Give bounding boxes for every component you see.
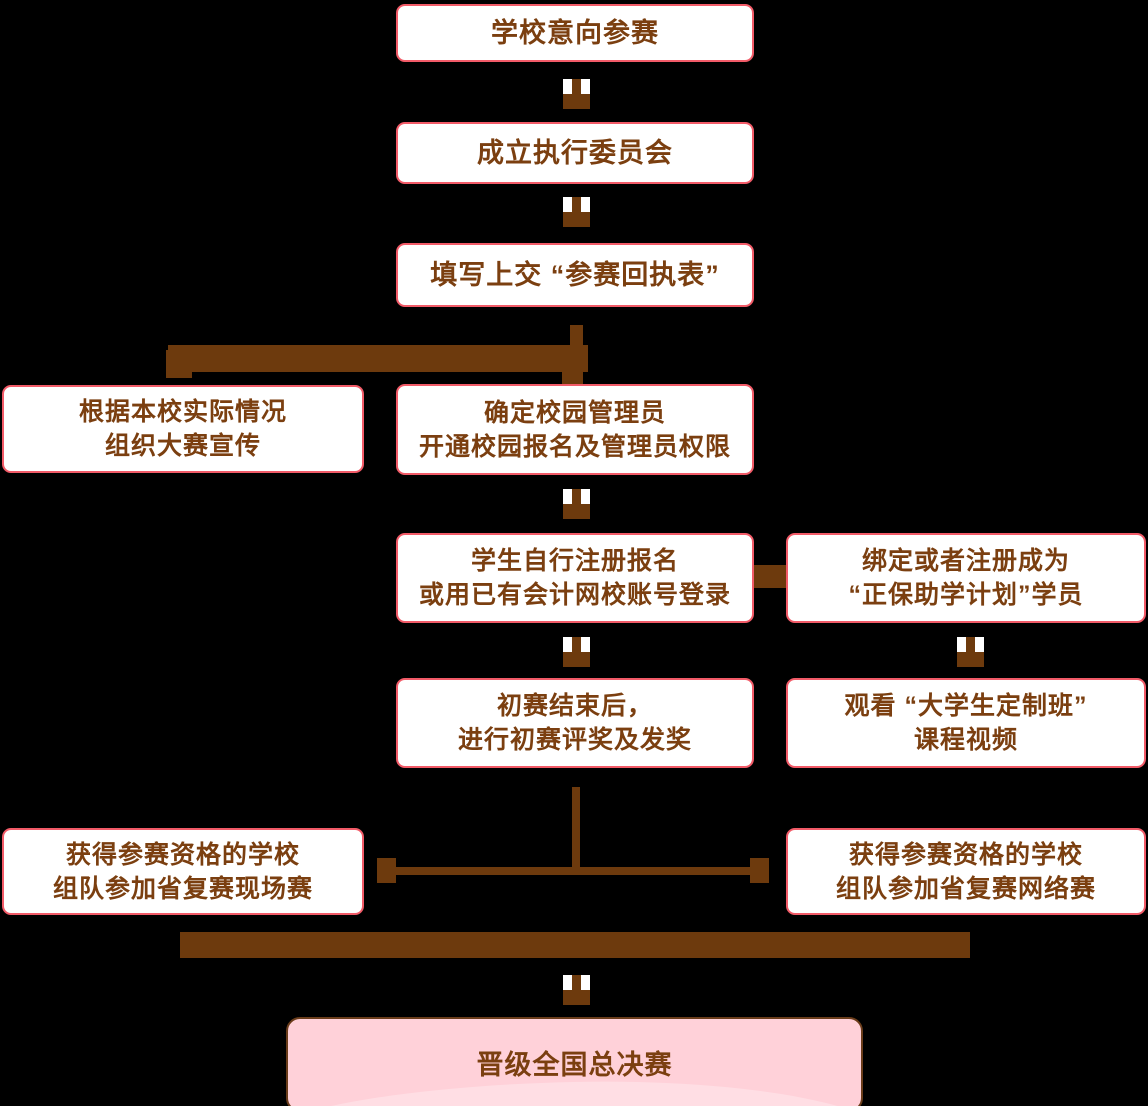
connector-awards-stem [572, 787, 580, 875]
node-text: 开通校园报名及管理员权限 [418, 432, 731, 461]
node-text: 根据本校实际情况 [78, 398, 287, 426]
node-admin-setup: 确定校园管理员 开通校园报名及管理员权限 [396, 384, 754, 475]
node-promotion: 根据本校实际情况 组织大赛宣传 [2, 385, 364, 473]
down-arrow-icon [563, 975, 590, 1005]
down-arrow-icon [563, 489, 590, 519]
node-text: 成立执行委员会 [477, 138, 673, 168]
node-preliminary-awards: 初赛结束后， 进行初赛评奖及发奖 [396, 678, 754, 768]
node-text: 课程视频 [913, 726, 1018, 754]
down-arrow-icon [563, 637, 590, 667]
node-text: 组织大赛宣传 [104, 432, 261, 460]
down-arrow-icon [563, 197, 590, 227]
node-text: 学校意向参赛 [491, 18, 659, 48]
node-student-register: 学生自行注册报名 或用已有会计网校账号登录 [396, 533, 754, 623]
node-receipt-form: 填写上交 “参赛回执表” [396, 243, 754, 307]
node-text: 进行初赛评奖及发奖 [457, 726, 692, 754]
node-watch-course: 观看 “大学生定制班” 课程视频 [786, 678, 1146, 768]
node-text: 绑定或者注册成为 [861, 547, 1070, 575]
connector-left-arrowhead [377, 858, 396, 883]
connector-branch-down-stub [562, 371, 583, 384]
node-text: 确定校园管理员 [483, 398, 666, 427]
node-text: 获得参赛资格的学校 [848, 840, 1083, 869]
connector-receipt-stem [570, 325, 583, 347]
connector-merge-bar [180, 932, 970, 958]
node-text: 晋级全国总决赛 [476, 1049, 673, 1080]
connector-branch-bar [168, 345, 588, 372]
node-text: 学生自行注册报名 [470, 547, 679, 575]
node-text: 或用已有会计网校账号登录 [418, 581, 731, 609]
node-onsite-semifinal: 获得参赛资格的学校 组队参加省复赛现场赛 [2, 828, 364, 915]
node-online-semifinal: 获得参赛资格的学校 组队参加省复赛网络赛 [786, 828, 1146, 915]
node-national-final: 晋级全国总决赛 [286, 1017, 863, 1106]
connector-awards-bar [386, 867, 758, 875]
node-text: 初赛结束后， [496, 692, 653, 720]
down-arrow-icon [563, 79, 590, 109]
node-text: 组队参加省复赛现场赛 [52, 874, 313, 903]
connector-right-arrowhead [750, 858, 769, 883]
node-text: “正保助学计划”学员 [848, 581, 1084, 609]
connector-register-to-bind [754, 565, 787, 588]
node-committee: 成立执行委员会 [396, 122, 754, 184]
node-bind-plan: 绑定或者注册成为 “正保助学计划”学员 [786, 533, 1146, 623]
node-text: 获得参赛资格的学校 [65, 840, 300, 869]
node-text: 观看 “大学生定制班” [844, 692, 1088, 720]
node-school-intent: 学校意向参赛 [396, 4, 754, 62]
node-text: 填写上交 “参赛回执表” [430, 260, 720, 290]
down-arrow-icon [957, 637, 984, 667]
node-text: 组队参加省复赛网络赛 [835, 874, 1096, 903]
connector-branch-left-arrowhead [166, 350, 192, 378]
